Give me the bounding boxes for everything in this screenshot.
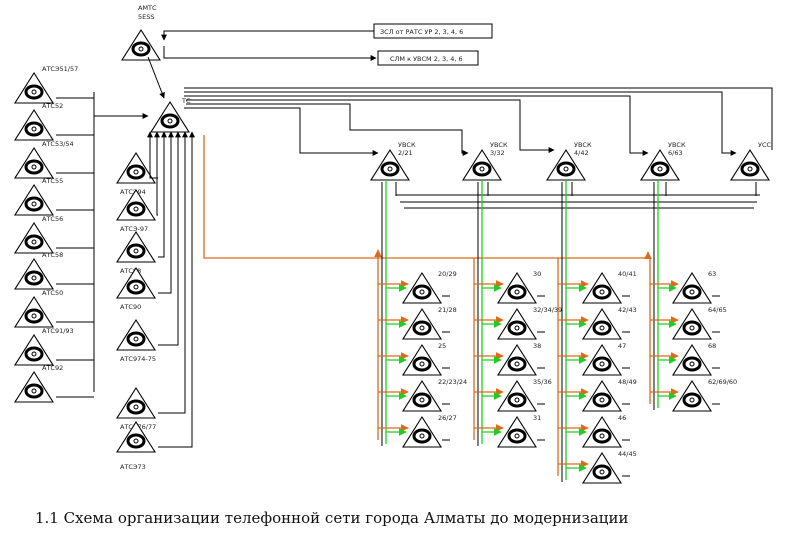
sub-station-icon — [582, 343, 622, 376]
tc-label: ТС — [181, 97, 191, 105]
sub-station-label: 68 — [708, 342, 716, 350]
sub-station-icon — [497, 415, 537, 448]
mid-station-label: АТСЭ-97 — [120, 225, 148, 233]
mid-station-icon — [116, 420, 156, 453]
hub-label: УВСК — [398, 141, 416, 149]
left-station-label: АТС91/93 — [42, 327, 74, 335]
sub-station-icon — [672, 307, 712, 340]
hub-sublabel: 3/32 — [490, 149, 505, 157]
left-station-icon — [14, 71, 54, 104]
sub-station-icon — [582, 307, 622, 340]
sub-station-icon — [497, 271, 537, 304]
sub-station-icon — [672, 271, 712, 304]
mid-station-icon — [116, 230, 156, 263]
sub-station-label: 25 — [438, 342, 446, 350]
sub-station-icon — [402, 415, 442, 448]
diagram-caption: 1.1 Схема организации телефонной сети го… — [35, 509, 628, 527]
amts-icon — [121, 28, 161, 61]
sub-station-label: 31 — [533, 414, 541, 422]
left-station-label: АТС58 — [42, 251, 63, 259]
amts-node: АМТС 5ESS — [121, 4, 161, 61]
left-station-label: АТС55 — [42, 177, 63, 185]
mid-station-icon — [116, 318, 156, 351]
sub-station-label: 64/65 — [708, 306, 727, 314]
sub-station-label: 38 — [533, 342, 541, 350]
left-station-label: АТС92 — [42, 364, 63, 372]
left-station-icon — [14, 221, 54, 254]
left-station-icon — [14, 333, 54, 366]
hub-sublabel: 2/21 — [398, 149, 413, 157]
sub-station-icon — [582, 271, 622, 304]
left-station-icon — [14, 183, 54, 216]
hub-icon — [730, 148, 770, 181]
zsl-box-label: ЗСЛ от РАТС УР 2, 3, 4, 6 — [380, 28, 463, 36]
sub-station-label: 30 — [533, 270, 541, 278]
sub-station-icon — [497, 343, 537, 376]
mid-station-label: АТС98 — [120, 267, 141, 275]
mid-station-label: АТСЭ73 — [120, 463, 146, 471]
tc-node-icon — [150, 100, 190, 133]
sub-station-label: 46 — [618, 414, 626, 422]
sub-station-icon — [402, 379, 442, 412]
sub-station-label: 21/28 — [438, 306, 457, 314]
sub-station-label: 63 — [708, 270, 716, 278]
left-station-label: АТС50 — [42, 289, 63, 297]
sub-station-label: 40/41 — [618, 270, 637, 278]
hub-sublabel: 6/63 — [668, 149, 683, 157]
sub-station-label: 26/27 — [438, 414, 457, 422]
sub-station-icon — [672, 379, 712, 412]
mid-station-label: АТС90 — [120, 303, 141, 311]
left-station-icon — [14, 108, 54, 141]
sub-station-icon — [582, 415, 622, 448]
slm-box-label: СЛМ к УВСМ 2, 3, 4, 6 — [390, 55, 463, 63]
sub-station-label: 62/69/60 — [708, 378, 737, 386]
left-station-label: АТС56 — [42, 215, 63, 223]
sub-station-icon — [497, 307, 537, 340]
hub-label: УВСК — [668, 141, 686, 149]
sub-station-icon — [402, 307, 442, 340]
mid-station-icon — [116, 188, 156, 221]
sub-station-label: 48/49 — [618, 378, 637, 386]
sub-station-icon — [497, 379, 537, 412]
sub-station-icon — [672, 343, 712, 376]
sub-station-label: 32/34/39 — [533, 306, 562, 314]
hub-sublabel: 4/42 — [574, 149, 589, 157]
sub-station-label: 42/43 — [618, 306, 637, 314]
sub-station-label: 20/29 — [438, 270, 457, 278]
left-station-icon — [14, 295, 54, 328]
hub-icon — [640, 148, 680, 181]
sub-station-icon — [402, 271, 442, 304]
sub-station-label: 44/45 — [618, 450, 637, 458]
hub-label: УСС — [758, 141, 771, 149]
sub-station-icon — [402, 343, 442, 376]
left-station-label: АТС52 — [42, 102, 63, 110]
sub-station-icon — [582, 379, 622, 412]
left-station-label: АТС53/54 — [42, 140, 74, 148]
sub-station-label: 35/36 — [533, 378, 552, 386]
zsl-box: ЗСЛ от РАТС УР 2, 3, 4, 6 — [373, 23, 493, 39]
mid-station-label: АТСЭ94 — [120, 188, 146, 196]
sub-station-label: 47 — [618, 342, 626, 350]
mid-station-icon — [116, 266, 156, 299]
hub-label: УВСК — [490, 141, 508, 149]
mid-station-icon — [116, 386, 156, 419]
amts-label: АМТС — [138, 4, 157, 12]
sub-station-label: 22/23/24 — [438, 378, 467, 386]
mid-station-icon — [116, 151, 156, 184]
left-station-icon — [14, 257, 54, 290]
left-station-label: АТСЭ51/57 — [42, 65, 78, 73]
hub-label: УВСК — [574, 141, 592, 149]
amts-sublabel: 5ESS — [138, 13, 155, 21]
left-station-icon — [14, 370, 54, 403]
slm-box: СЛМ к УВСМ 2, 3, 4, 6 — [377, 50, 479, 66]
hub-icon — [370, 148, 410, 181]
left-station-icon — [14, 146, 54, 179]
sub-station-icon — [582, 451, 622, 484]
mid-station-label: АТС974-75 — [120, 355, 156, 363]
